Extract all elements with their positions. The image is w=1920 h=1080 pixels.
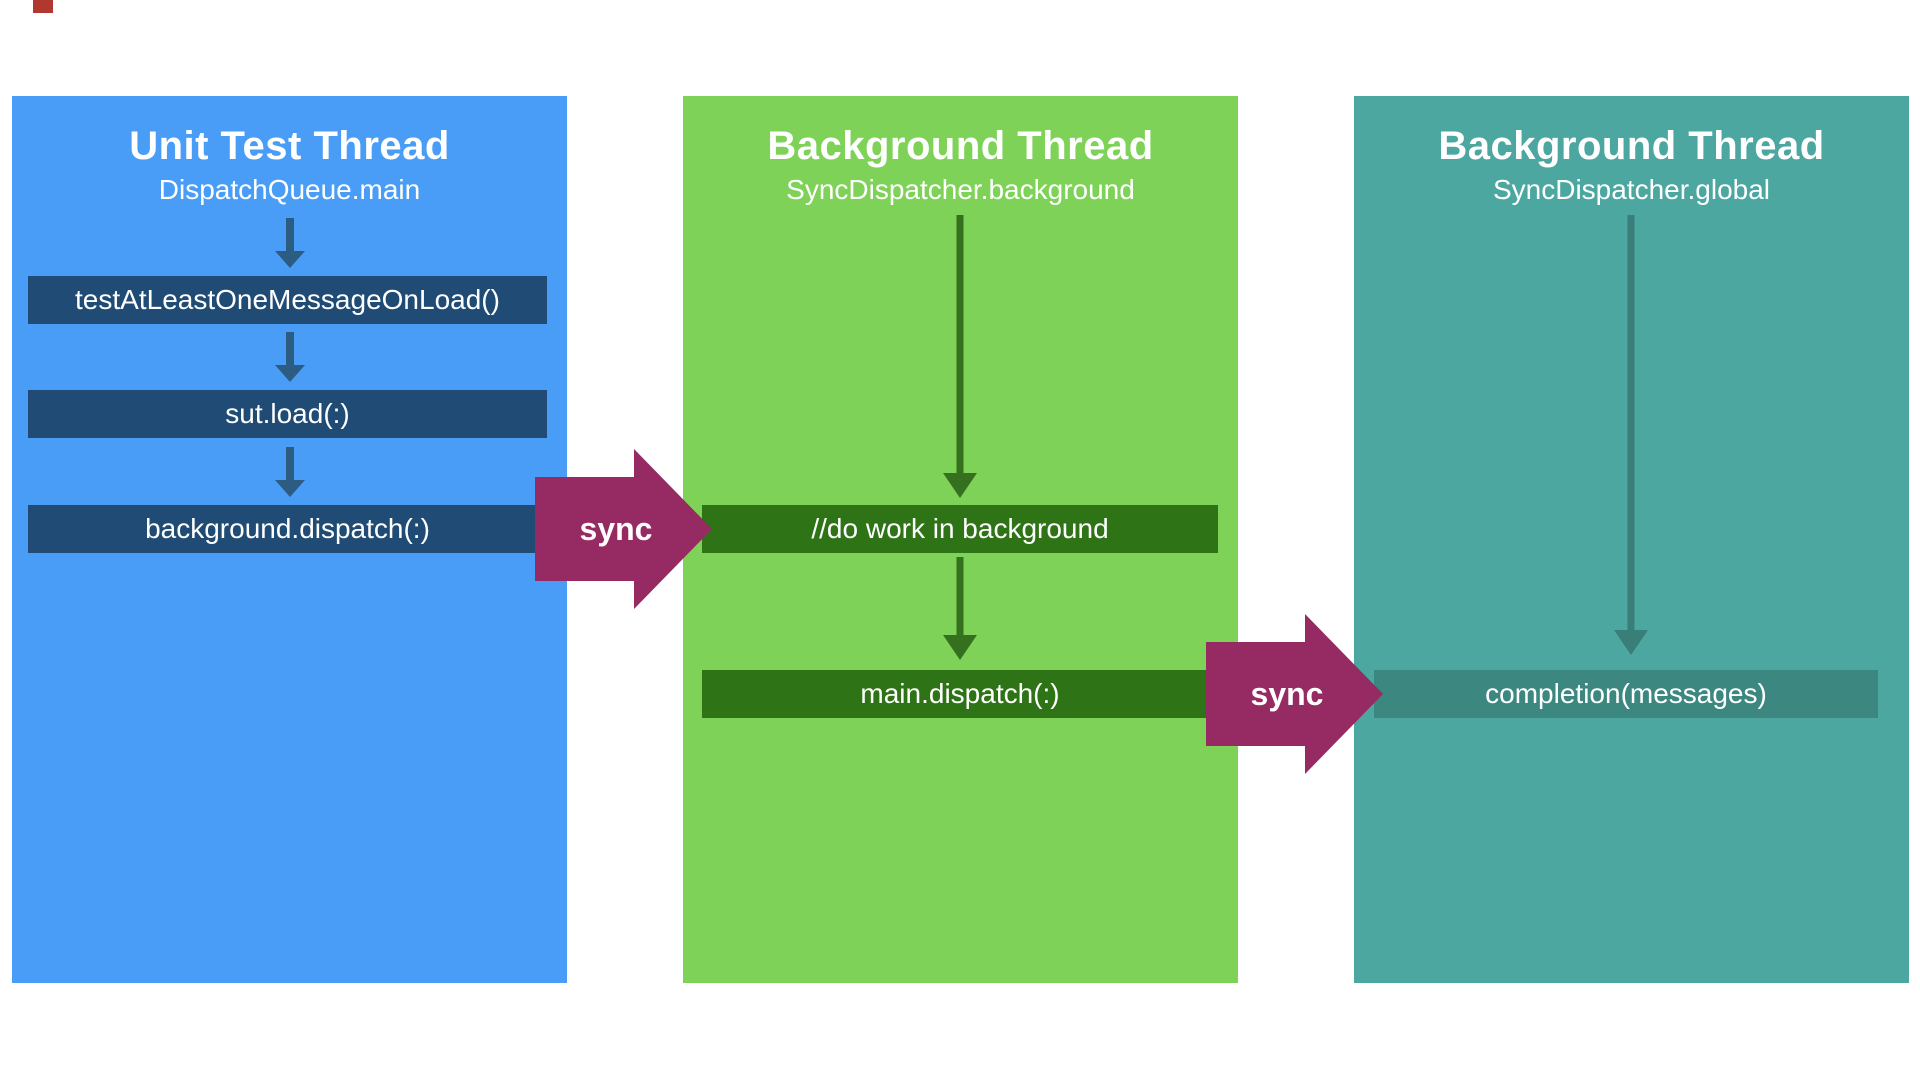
arrow-shaft [286,447,294,480]
column-subtitle: SyncDispatcher.background [786,174,1135,205]
arrow-shaft [956,215,964,473]
flow-down-arrow-icon [273,332,307,382]
arrow-head [275,480,305,497]
flow-down-arrow-icon [943,557,977,660]
flow-down-arrow-icon [1614,215,1648,655]
flow-step-label: sut.load(:) [225,398,350,429]
screenshot-red-artifact [33,0,53,13]
column-title: Background Thread [1438,124,1825,168]
arrow-head [275,365,305,382]
sync-arrow-label: sync [1250,675,1324,712]
arrow-shaft [1627,215,1635,630]
flow-down-arrow-icon [943,215,977,498]
column-title: Unit Test Thread [129,124,450,168]
sync-arrow-body [1206,642,1306,746]
flow-step-label: background.dispatch(:) [145,513,430,544]
sync-arrow-icon: sync [1206,614,1384,774]
flow-step-label: completion(messages) [1485,678,1767,709]
arrow-shaft [286,218,294,251]
sync-arrow-head [634,449,712,609]
thread-column-background: Background Thread SyncDispatcher.backgro… [683,96,1238,983]
flow-down-arrow-icon [273,447,307,497]
arrow-head [943,473,977,498]
sync-arrow-body [535,477,635,581]
flow-step-label: //do work in background [811,513,1109,544]
flow-step-box: testAtLeastOneMessageOnLoad() [28,276,547,324]
flow-step-box: main.dispatch(:) [702,670,1218,718]
arrow-shaft [286,332,294,365]
thread-column-global: Background Thread SyncDispatcher.global … [1354,96,1909,983]
flow-step-label: main.dispatch(:) [860,678,1060,709]
flow-step-box: background.dispatch(:) [28,505,547,553]
column-subtitle: SyncDispatcher.global [1492,174,1771,205]
column-subtitle: DispatchQueue.main [158,174,421,205]
flow-step-box: //do work in background [702,505,1218,553]
flow-step-box: sut.load(:) [28,390,547,438]
column-title: Background Thread [767,124,1154,168]
sync-arrow-label: sync [579,510,653,547]
flow-step-label: testAtLeastOneMessageOnLoad() [75,284,500,315]
sync-arrow-head [1305,614,1383,774]
flow-step-box: completion(messages) [1374,670,1878,718]
sync-arrow-icon: sync [535,449,713,609]
thread-column-unit-test: Unit Test Thread DispatchQueue.main test… [12,96,567,983]
flow-down-arrow-icon [273,218,307,268]
arrow-head [943,635,977,660]
arrow-head [1614,630,1648,655]
arrow-head [275,251,305,268]
arrow-shaft [956,557,964,635]
